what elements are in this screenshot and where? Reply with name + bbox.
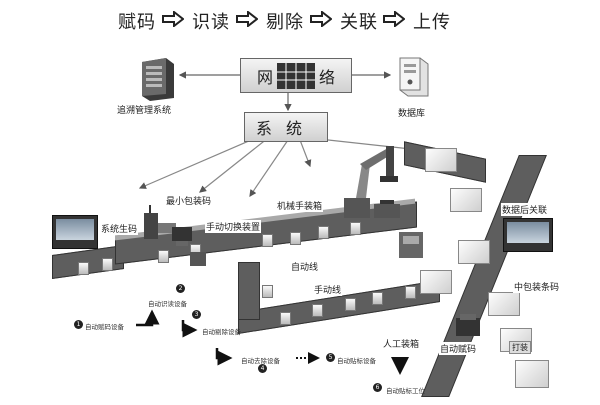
label-min-package-code: 最小包装码 (165, 194, 213, 207)
monitor-icon (52, 215, 98, 249)
tracing-system-label: 追溯管理系统 (117, 106, 172, 116)
auto-labeler-icon (399, 232, 423, 258)
flow-arrow-icon (310, 11, 332, 27)
process-flow: 赋码 识读 剔除 关联 上传 (0, 6, 600, 34)
system-label-right: 统 (286, 119, 317, 138)
flow-arrow-icon (383, 11, 405, 27)
package (318, 226, 329, 239)
network-label-right: 络 (319, 67, 336, 87)
label-bundle: 打装 (509, 341, 531, 354)
label-auto-coding: 自动赋码 (439, 342, 478, 355)
package (405, 286, 416, 299)
carton-box (488, 292, 520, 316)
package (158, 250, 169, 263)
package (280, 312, 291, 325)
database-label: 数据库 (398, 109, 426, 119)
flow-arrow-icon (236, 11, 258, 27)
package (350, 222, 361, 235)
flow-step-coding: 赋码 (118, 12, 156, 33)
device-number-badge: 2 (176, 284, 185, 293)
package (312, 304, 323, 317)
network-label-left: 网 (256, 67, 273, 87)
label-printer-icon (456, 314, 480, 336)
package (290, 232, 301, 245)
package (78, 262, 89, 275)
label-auto-line: 自动线 (290, 260, 320, 273)
package (372, 292, 383, 305)
flow-step-associate: 关联 (340, 12, 378, 33)
device-label-auto-reject: 自动剔除设备 (202, 328, 241, 336)
carton-box (515, 360, 549, 388)
conveyor-belt (238, 262, 260, 320)
package (102, 258, 113, 271)
device-number-badge: 4 (258, 364, 267, 373)
system-label-left: 系 (255, 119, 286, 138)
device-number-badge: 1 (74, 320, 83, 329)
network-grid-icon (277, 62, 315, 89)
package (345, 298, 356, 311)
label-manual-switch: 手动切换装置 (205, 220, 262, 233)
device-label-auto-label: 自动贴标设备 (337, 357, 376, 365)
device-number-badge: 3 (192, 310, 201, 319)
flow-arrow-icon (162, 11, 184, 27)
device-number-badge: 5 (326, 353, 335, 362)
device-label-auto-label-station: 自动贴标工位 (386, 387, 425, 395)
reject-device-icon (190, 252, 206, 266)
package (262, 234, 273, 247)
label-mid-package-barcode: 中包装条码 (513, 280, 561, 293)
package (262, 285, 273, 298)
carton-box (450, 188, 482, 212)
carton-box (420, 270, 452, 294)
carton-box (425, 148, 457, 172)
label-data-post-link: 数据后关联 (501, 203, 549, 216)
label-manual-boxing: 人工装箱 (382, 337, 421, 350)
database-server-icon (399, 57, 429, 97)
device-number-badge: 6 (373, 383, 382, 392)
flow-step-upload: 上传 (413, 12, 451, 33)
network-node: 网 络 (240, 58, 352, 93)
robot-arm-icon (344, 146, 398, 218)
device-label-auto-coding: 自动赋码设备 (85, 323, 124, 331)
monitor-icon (503, 218, 553, 252)
system-node: 系 统 (244, 112, 328, 142)
label-manual-line: 手动线 (313, 283, 343, 296)
label-system-generate: 系统生码 (100, 222, 139, 235)
label-mechanical-boxing: 机械手装箱 (276, 199, 324, 212)
flow-step-reject: 剔除 (266, 12, 304, 33)
coding-machine-icon (144, 205, 176, 239)
server-icon (142, 58, 174, 101)
carton-box (458, 240, 490, 264)
reader-device-icon (172, 227, 192, 246)
labeling-device-icon (374, 200, 400, 218)
flow-step-reading: 识读 (192, 12, 230, 33)
device-label-auto-reading: 自动识读设备 (148, 300, 187, 308)
device-label-auto-remove: 自动去除设备 (241, 357, 280, 365)
